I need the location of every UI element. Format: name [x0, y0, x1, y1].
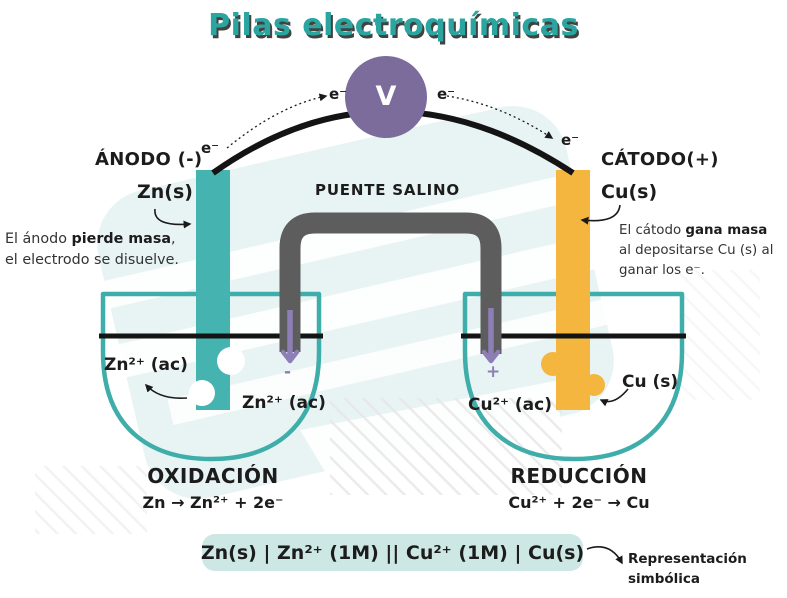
zinc-ion-arrow	[144, 383, 188, 400]
reduction-equation: Cu²⁺ + 2e⁻ → Cu	[508, 493, 650, 512]
copper-deposit-label: Cu (s)	[622, 372, 679, 392]
cathode-note-pre: El cátodo	[619, 223, 686, 238]
anode-note-post: ,	[171, 231, 176, 247]
cathode-note-bold: gana masa	[685, 223, 768, 238]
anode-note-pre: El ánodo	[5, 231, 72, 247]
notation-caption: Representación simbólica	[628, 550, 747, 589]
cell-notation-box: Zn(s) | Zn²⁺ (1M) || Cu²⁺ (1M) | Cu(s)	[200, 534, 585, 571]
copper-label-arrow	[580, 204, 621, 225]
anode-note: El ánodo pierde masa, el electrodo se di…	[5, 229, 179, 272]
anode-note-bold: pierde masa	[71, 231, 172, 247]
anode-note-line2: el electrodo se disuelve.	[5, 252, 179, 269]
copper-deposit-arrow	[599, 388, 629, 407]
notation-caption-line1: Representación	[628, 551, 747, 567]
book-page-stripe	[167, 291, 642, 426]
notation-caption-line2: simbólica	[628, 570, 701, 587]
oxidation-equation: Zn → Zn²⁺ + 2e⁻	[142, 493, 284, 512]
anode-title: ÁNODO (-)	[95, 149, 203, 170]
electron-label-meter-out: e⁻	[437, 85, 456, 103]
voltmeter-circle	[345, 56, 427, 138]
copper-deposit-bump	[583, 374, 605, 396]
cathode-beaker	[462, 291, 685, 462]
hatch-shading-center	[330, 398, 562, 495]
oxidation-title: OXIDACIÓN	[147, 464, 279, 488]
reduction-title: REDUCCIÓN	[510, 464, 648, 488]
hatch-shading-right	[680, 270, 760, 400]
cathode-electrode-label: Cu(s)	[601, 181, 658, 203]
salt-bridge-tube	[279, 212, 502, 354]
anode-beaker	[100, 291, 322, 462]
zinc-label-arrow	[154, 208, 192, 229]
electron-label-anode-wire: e⁻	[201, 139, 220, 157]
copper-electrode	[541, 170, 605, 410]
cathode-note-post: al depositarse Cu (s) al ganar los e⁻.	[619, 243, 774, 279]
electron-label-meter-in: e⁻	[329, 85, 348, 103]
zinc-electrode	[189, 170, 245, 410]
anode-solution-ion-label: Zn²⁺ (ac)	[104, 355, 188, 375]
voltmeter-label: V	[375, 81, 397, 112]
cathode-solution-ion-label: Cu²⁺ (ac)	[468, 395, 553, 415]
cathode-title: CÁTODO(+)	[601, 149, 719, 170]
cathode-note: El cátodo gana masa al depositarse Cu (s…	[619, 221, 779, 281]
copper-deposit-bump	[541, 352, 565, 376]
page-title: Pilas electroquímicas	[208, 8, 579, 43]
zinc-dissolving-pit	[217, 347, 245, 375]
zinc-dissolving-pit	[189, 380, 215, 406]
electron-label-cathode-wire: e⁻	[561, 131, 580, 149]
electron-flow-arrow-left	[226, 93, 328, 149]
salt-bridge-label: PUENTE SALINO	[315, 181, 460, 199]
anode-electrode-label: Zn(s)	[137, 181, 193, 203]
bridge-minus-sign: -	[284, 362, 292, 382]
bridge-plus-sign: +	[486, 362, 501, 382]
notation-caption-arrow	[586, 546, 623, 565]
anode-bridge-ion-label: Zn²⁺ (ac)	[242, 393, 326, 413]
cell-notation-text: Zn(s) | Zn²⁺ (1M) || Cu²⁺ (1M) | Cu(s)	[200, 541, 585, 564]
hatch-shading-left	[35, 466, 147, 534]
electron-flow-arrow-right	[446, 95, 554, 139]
